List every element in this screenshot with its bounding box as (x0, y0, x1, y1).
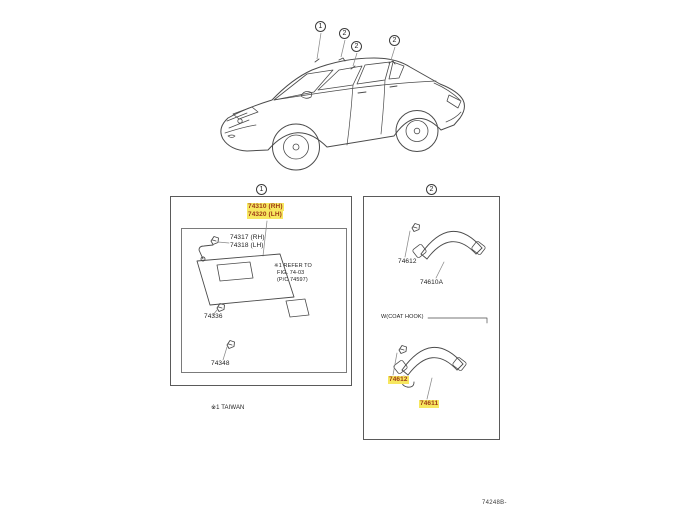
coat-hook-bracket-line (427, 317, 488, 324)
visor-ref-note-line1: ※1 REFER TO (274, 263, 312, 269)
coat-hook-clip-part-number[interactable]: 74612 (388, 376, 409, 385)
sunvisor-part-number-rh[interactable]: 74310 (RH) (247, 203, 284, 212)
callout-grip-rear-number: 2 (392, 37, 397, 44)
visor-clip-part-number[interactable]: 74336 (204, 313, 223, 320)
parts-box-2 (363, 196, 500, 440)
visor-hook-clip-icon (226, 340, 235, 349)
visor-drawing (196, 220, 310, 361)
sunvisor-part-number[interactable]: 74310 (RH) 74320 (LH) (247, 203, 284, 220)
grip-clip-icon (411, 223, 420, 232)
coat-hook-clip-icon (398, 345, 407, 354)
box2-callout[interactable]: 2 (426, 184, 437, 195)
grip-clip-part-number[interactable]: 74612 (398, 258, 417, 265)
callout-grip-front[interactable]: 2 (339, 28, 350, 39)
box2-frame (363, 196, 500, 440)
box1-inner-frame (181, 228, 347, 373)
parts-box-1 (170, 196, 352, 386)
box1-callout-number: 1 (259, 186, 264, 193)
callout-grip-front-number: 2 (342, 30, 347, 37)
coat-hook-section-label: W(COAT HOOK) (381, 314, 424, 320)
callout-visor-number: 1 (318, 23, 323, 30)
visor-ref-note-line2: FIG. 74-03 (277, 269, 305, 276)
coat-hook-grip-part-number[interactable]: 74611 (419, 400, 440, 409)
box1-frame (170, 196, 352, 386)
callout-grip-middle-number: 2 (354, 43, 359, 50)
assist-grip-drawing (404, 223, 488, 324)
box2-callout-number: 2 (429, 186, 434, 193)
callout-grip-middle[interactable]: 2 (351, 41, 362, 52)
car-illustration (220, 57, 465, 171)
figure-code: 74248B- (482, 500, 507, 506)
visor-holder-part-number-rh[interactable]: 74317 (RH) (230, 234, 265, 241)
sunvisor-part-number-lh[interactable]: 74320 (LH) (247, 211, 283, 220)
visor-ref-note: ※1 REFER TO FIG. 74-03 (P/C 74597) (274, 263, 312, 284)
callout-visor[interactable]: 1 (315, 21, 326, 32)
callout-grip-rear[interactable]: 2 (389, 35, 400, 46)
coat-hook-grip-part-number-text[interactable]: 74611 (419, 400, 440, 409)
assist-grip-part-number[interactable]: 74610A (420, 279, 444, 286)
callout-leader-lines (316, 32, 396, 67)
visor-holder-clip-icon (210, 236, 219, 245)
visor-holder-part-number-lh[interactable]: 74318 (LH) (230, 242, 264, 250)
taiwan-note: ※1 TAIWAN (211, 405, 245, 411)
box1-callout[interactable]: 1 (256, 184, 267, 195)
visor-ref-note-line3: (P/C 74597) (277, 276, 308, 283)
visor-clip-icon (216, 303, 225, 312)
coat-hook-clip-part-number-text[interactable]: 74612 (388, 376, 409, 385)
visor-hook-part-number[interactable]: 74348 (211, 360, 230, 367)
coat-hook-grip-drawing (392, 345, 467, 400)
visor-holder-part-number[interactable]: 74317 (RH) 74318 (LH) (230, 234, 265, 250)
